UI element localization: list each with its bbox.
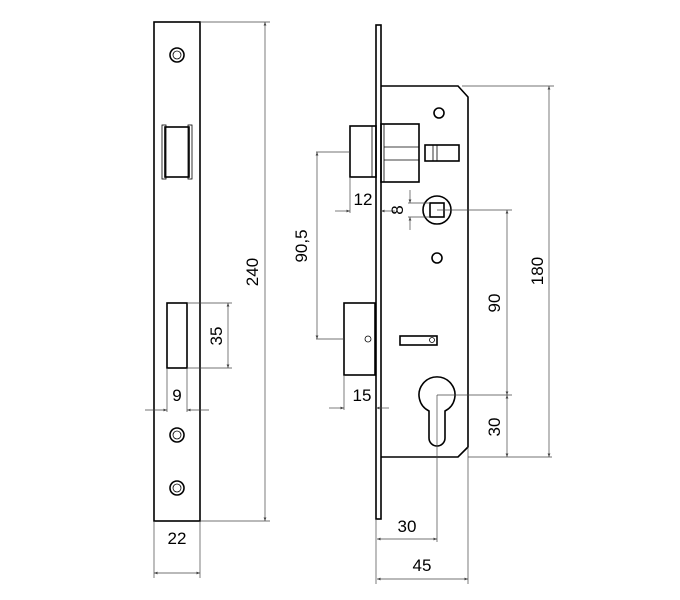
dim-label-35: 35 [207, 327, 226, 346]
dim-label-90: 90 [485, 294, 504, 313]
dim-label-240: 240 [243, 258, 262, 286]
fixing-hole-top [433, 107, 445, 119]
deadbolt-opening [166, 302, 188, 369]
latch-indicator [424, 144, 460, 162]
lock-case [381, 85, 469, 458]
side-view: 90,5 12 8 90 30 180 [292, 24, 554, 584]
dim-label-15: 15 [353, 386, 372, 405]
dimension-180: 180 [462, 85, 554, 457]
screw-hole-middle [169, 427, 185, 443]
dim-label-30-backset: 30 [398, 517, 417, 536]
screw-hole-top [169, 47, 185, 63]
dim-label-45: 45 [413, 556, 432, 575]
dimension-22: 22 [153, 521, 201, 578]
fixing-hole-middle [431, 252, 443, 264]
dimension-15: 15 [329, 375, 389, 410]
dim-label-8: 8 [388, 205, 407, 214]
dimension-90: 90 [437, 209, 512, 396]
dimension-240: 240 [200, 21, 270, 522]
faceplate [153, 21, 201, 522]
dimension-12: 12 [335, 177, 395, 213]
latch-opening [161, 124, 193, 180]
dim-label-90-5: 90,5 [292, 229, 311, 262]
screw-hole-bottom [169, 480, 185, 496]
dim-label-9: 9 [172, 386, 181, 405]
dimension-8: 8 [388, 190, 430, 230]
side-faceplate [375, 24, 382, 520]
selector-slot [399, 335, 438, 346]
dimension-35: 35 [187, 302, 232, 369]
latch-bolt [349, 123, 420, 183]
dimension-30-vertical: 30 [468, 395, 552, 458]
dim-label-30-vertical: 30 [485, 418, 504, 437]
dimension-9: 9 [145, 368, 209, 412]
dim-label-180: 180 [528, 257, 547, 285]
deadbolt [343, 302, 376, 376]
front-view: 240 35 9 22 [145, 21, 270, 578]
dim-label-22: 22 [168, 529, 187, 548]
dimension-30-backset: 30 [375, 395, 438, 584]
dim-label-12: 12 [354, 190, 373, 209]
dimension-45: 45 [377, 447, 469, 584]
dimension-90-5: 90,5 [292, 151, 350, 340]
